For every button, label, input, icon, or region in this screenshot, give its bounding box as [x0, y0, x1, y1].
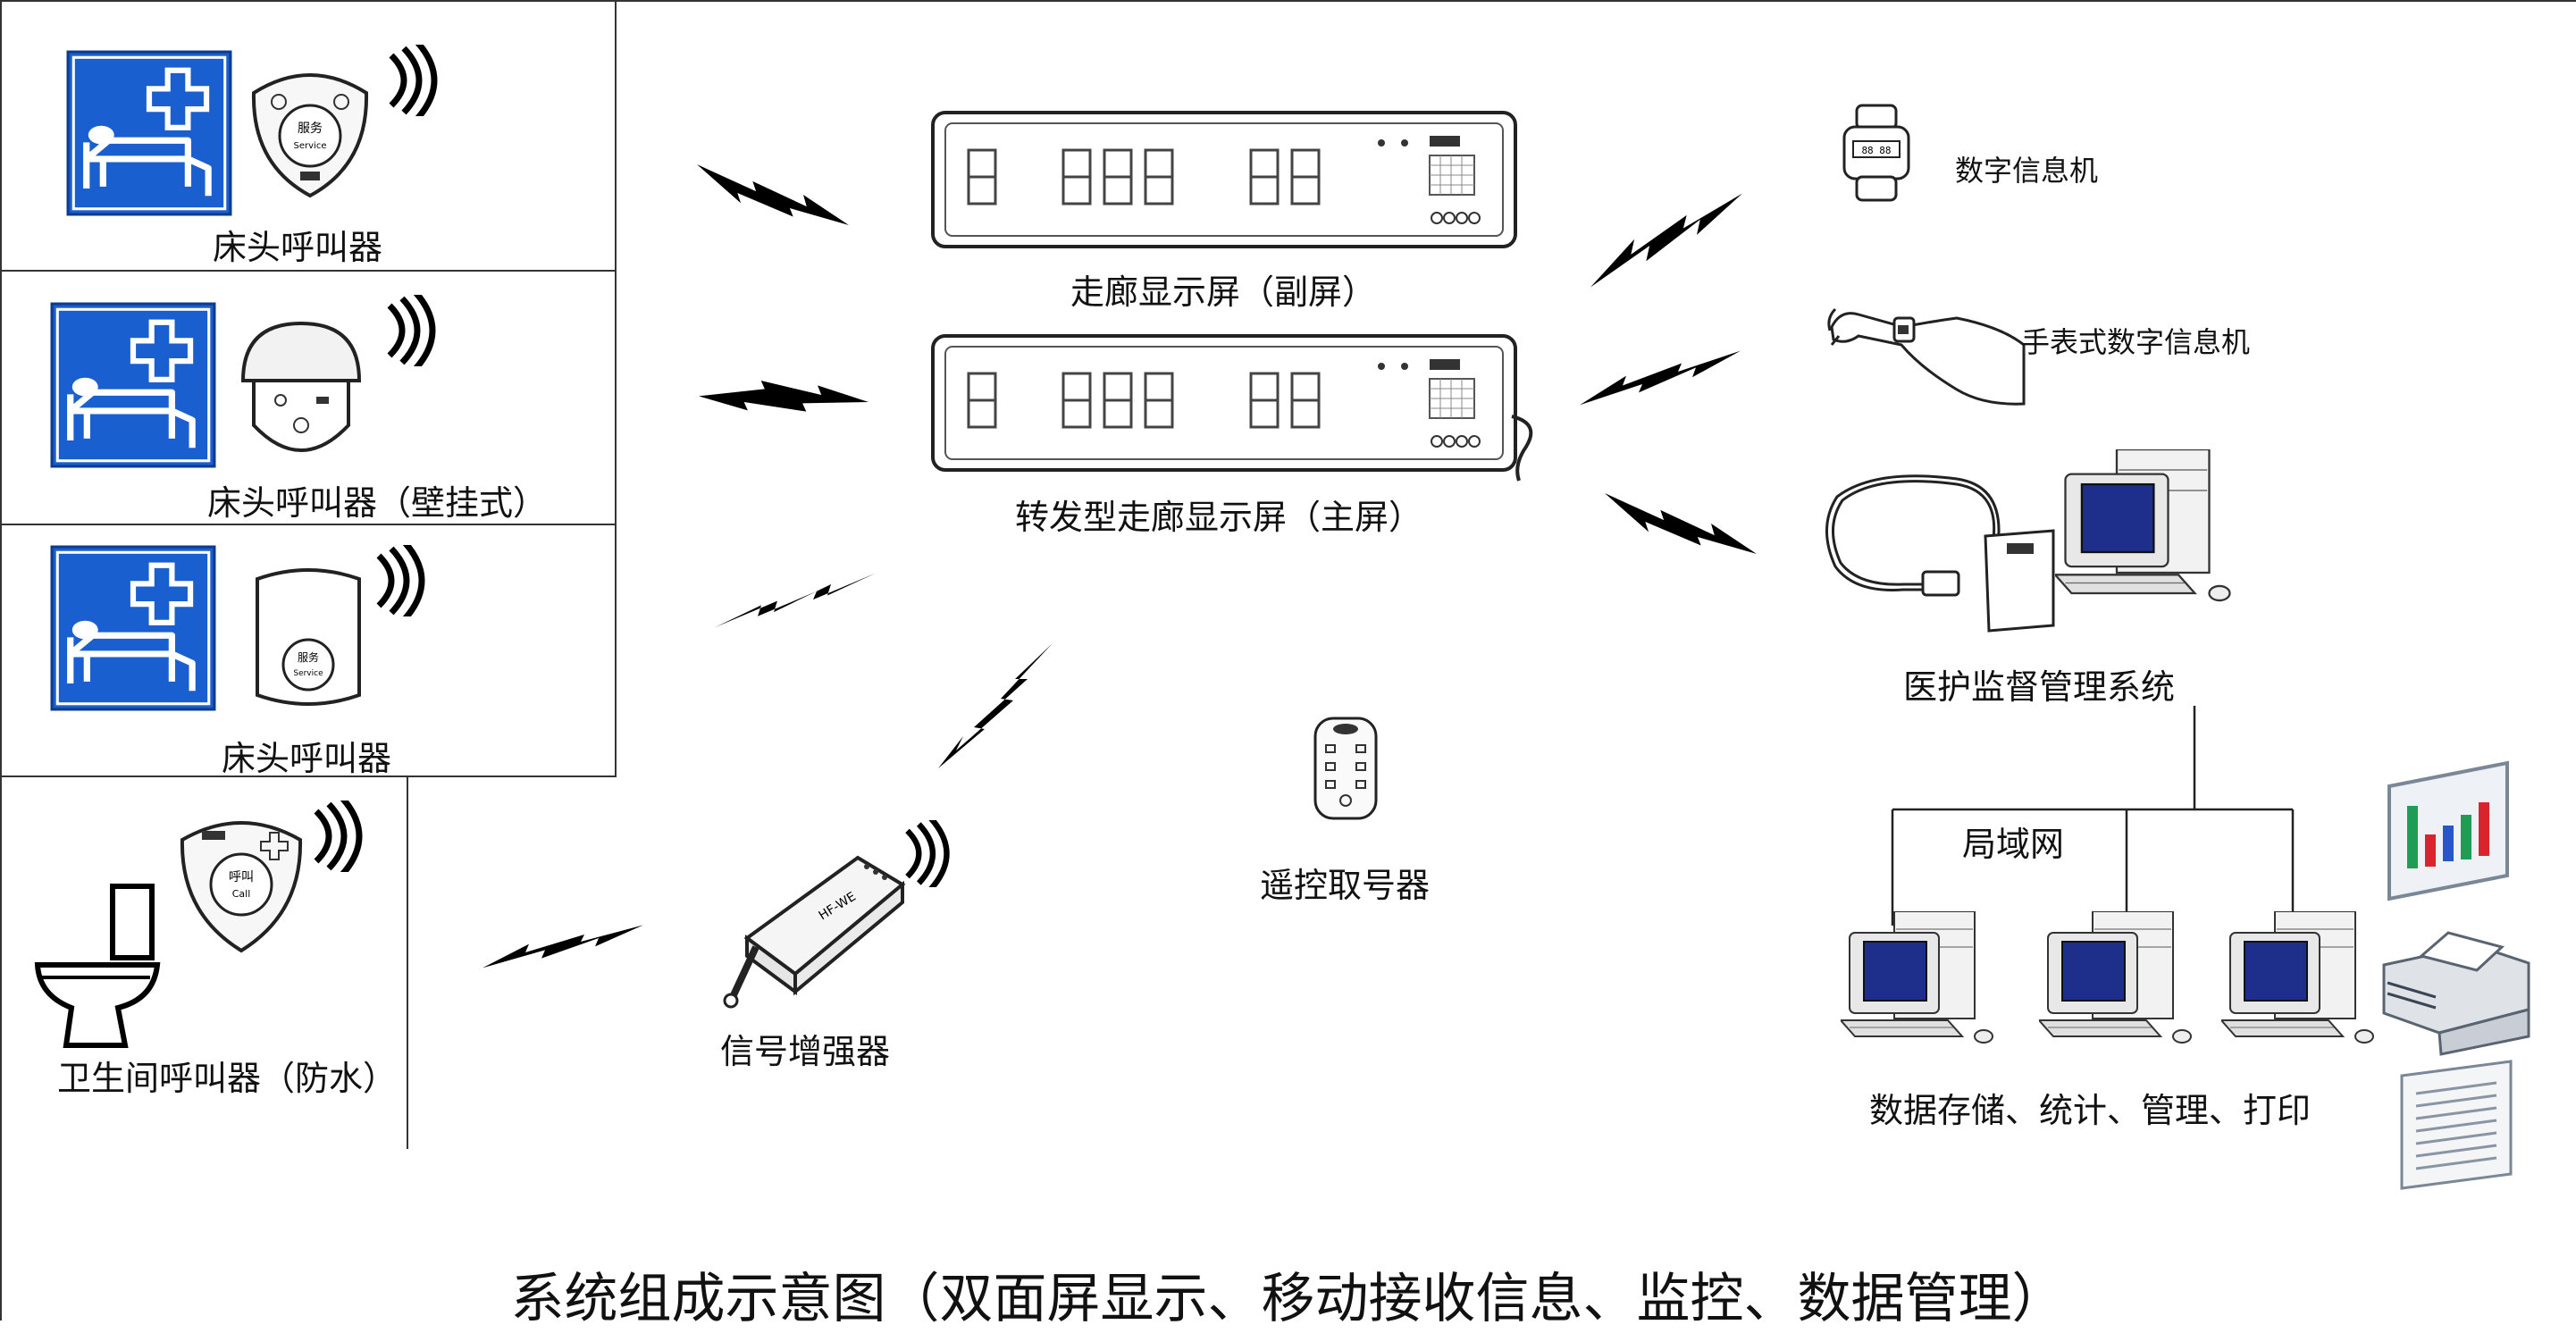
- label-bedside-caller-1: 床头呼叫器: [213, 228, 383, 267]
- bedside-caller-device: 服务 Service: [251, 73, 369, 198]
- pager-screen: 88 88: [1861, 145, 1891, 156]
- outer-left-border: [0, 0, 2, 1320]
- toilet-icon: [34, 884, 161, 1048]
- computer-icon: [1841, 911, 2019, 1054]
- call-controller-device: [1825, 474, 2055, 633]
- label-signal-booster: 信号增强器: [720, 1032, 891, 1071]
- printer-icon: [2382, 931, 2530, 1056]
- computer-icon: [2221, 911, 2400, 1054]
- digital-pager-device: 88 88: [1842, 104, 1910, 202]
- watch-pager-device: [1827, 307, 2026, 406]
- label-corridor-sub: 走廊显示屏（副屏）: [1070, 272, 1377, 312]
- lightning-icon: [938, 643, 1053, 768]
- label-bedside-caller-wall: 床头呼叫器（壁挂式）: [207, 483, 548, 523]
- caller-button-sub: Service: [294, 141, 327, 151]
- caller-cell-1: [0, 0, 617, 272]
- computer-icon: [2039, 911, 2218, 1054]
- label-data-management: 数据存储、统计、管理、打印: [1869, 1091, 2312, 1130]
- caller-button-sub: Service: [293, 669, 323, 678]
- lightning-icon: [699, 381, 868, 412]
- bedside-caller-device-3: 服务 Service: [256, 568, 361, 706]
- label-corridor-main: 转发型走廊显示屏（主屏）: [1015, 498, 1423, 537]
- caller-button-label: 服务: [298, 122, 323, 136]
- remote-control-device: [1313, 717, 1378, 820]
- chart-icon: [2387, 760, 2509, 901]
- caller-button-label: 服务: [298, 650, 319, 664]
- bathroom-cell-divider: [407, 775, 408, 1149]
- label-remote: 遥控取号器: [1260, 866, 1431, 905]
- label-digital-pager: 数字信息机: [1955, 154, 2099, 188]
- label-watch-pager: 手表式数字信息机: [2021, 325, 2251, 359]
- outer-top-border: [0, 0, 2576, 2]
- bathroom-button-label: 呼叫: [229, 870, 254, 884]
- lightning-icon: [1580, 350, 1741, 406]
- label-monitor-system: 医护监督管理系统: [1903, 667, 2176, 707]
- caller-cell-3: [0, 524, 617, 777]
- label-bedside-caller-3: 床头呼叫器: [222, 739, 392, 778]
- wall-caller-device: [240, 321, 362, 452]
- document-icon: [2400, 1060, 2513, 1190]
- signal-booster-device: HF-WE: [723, 855, 906, 1009]
- lightning-icon: [1590, 193, 1742, 288]
- diagram-title: 系统组成示意图（双面屏显示、移动接收信息、监控、数据管理）: [510, 1268, 2066, 1330]
- lightning-icon: [482, 925, 643, 968]
- display-cable: [1511, 415, 1533, 482]
- label-lan: 局域网: [1962, 825, 2065, 864]
- label-bathroom-caller: 卫生间呼叫器（防水）: [57, 1059, 398, 1098]
- caller-cell-2: [0, 270, 617, 525]
- bathroom-caller-device: 呼叫 Call: [180, 821, 303, 953]
- bathroom-button-sub: Call: [232, 888, 251, 900]
